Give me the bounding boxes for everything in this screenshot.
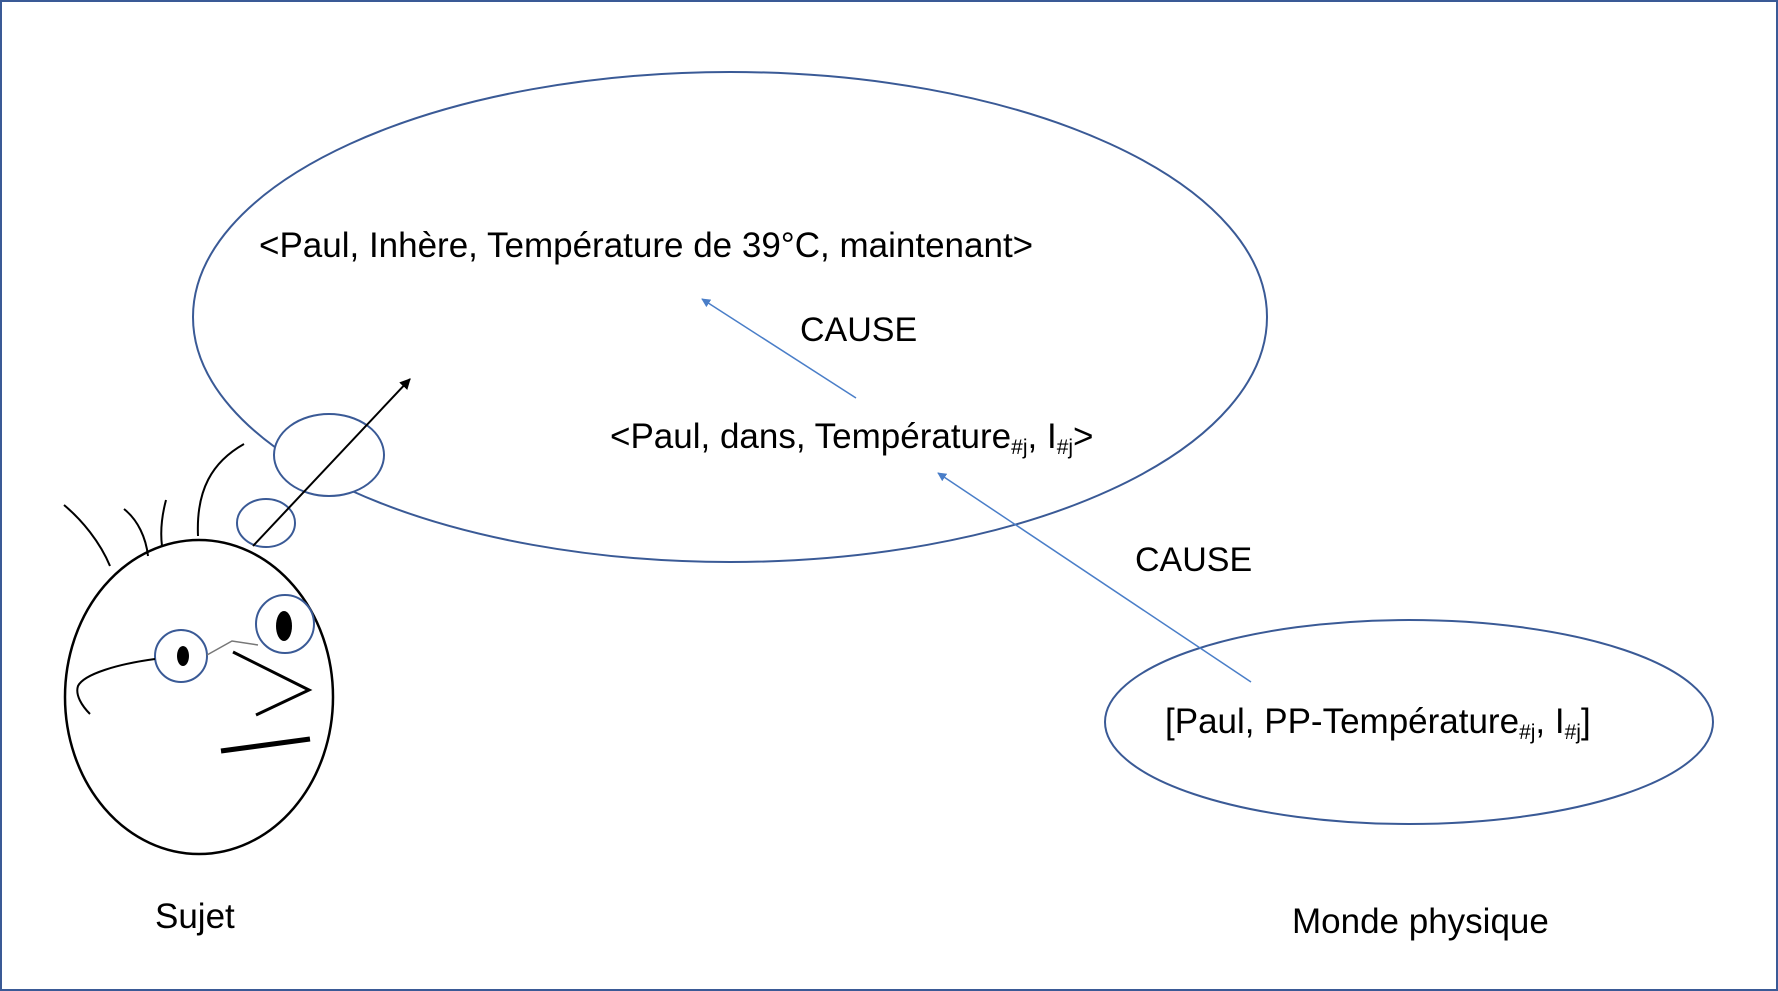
glasses-bridge — [206, 640, 259, 656]
cause-label-lower: CAUSE — [1135, 541, 1253, 579]
physical-statement-sub1: #j — [1519, 721, 1536, 744]
subject-caption: Sujet — [155, 897, 235, 936]
mental-statement-top: <Paul, Inhère, Température de 39°C, main… — [259, 226, 1034, 265]
physical-statement-open: [Paul, PP-Température — [1165, 702, 1520, 741]
mouth — [220, 736, 311, 754]
mental-statement-inner-sub1: #j — [1011, 436, 1028, 459]
mental-statement-inner-sep: , I — [1027, 417, 1057, 456]
cause-arrow-upper — [701, 298, 857, 399]
physical-world-ellipse — [1104, 619, 1714, 825]
thought-bubble-small — [236, 498, 296, 548]
mental-statement-inner-sub2: #j — [1056, 436, 1074, 459]
hair-strand-3 — [160, 499, 167, 547]
cause-label-upper: CAUSE — [800, 311, 918, 349]
physical-statement-close: ] — [1580, 702, 1591, 741]
head-outline — [63, 538, 335, 856]
mental-statement-inner: <Paul, dans, Température#j, I#j> — [610, 417, 1094, 458]
cause-arrow-lower — [937, 472, 1252, 683]
mental-statement-inner-close: > — [1073, 417, 1094, 456]
hair-strand-4 — [196, 443, 245, 537]
glasses-arm — [76, 658, 156, 715]
mental-representation-bubble — [192, 71, 1268, 563]
subject-head-icon — [63, 443, 335, 856]
world-caption: Monde physique — [1292, 902, 1549, 941]
thought-arrow — [252, 378, 411, 547]
hair-strand-2 — [123, 508, 149, 557]
physical-statement: [Paul, PP-Température#j, I#j] — [1165, 702, 1591, 743]
hair-strand-1 — [63, 504, 111, 567]
thought-bubble-medium — [273, 413, 385, 497]
physical-statement-sub2: #j — [1564, 721, 1581, 744]
nose — [232, 650, 313, 717]
right-pupil — [276, 611, 292, 641]
physical-statement-sep: , I — [1535, 702, 1565, 741]
mental-statement-inner-open: <Paul, dans, Température — [610, 417, 1012, 456]
left-pupil — [177, 646, 189, 666]
